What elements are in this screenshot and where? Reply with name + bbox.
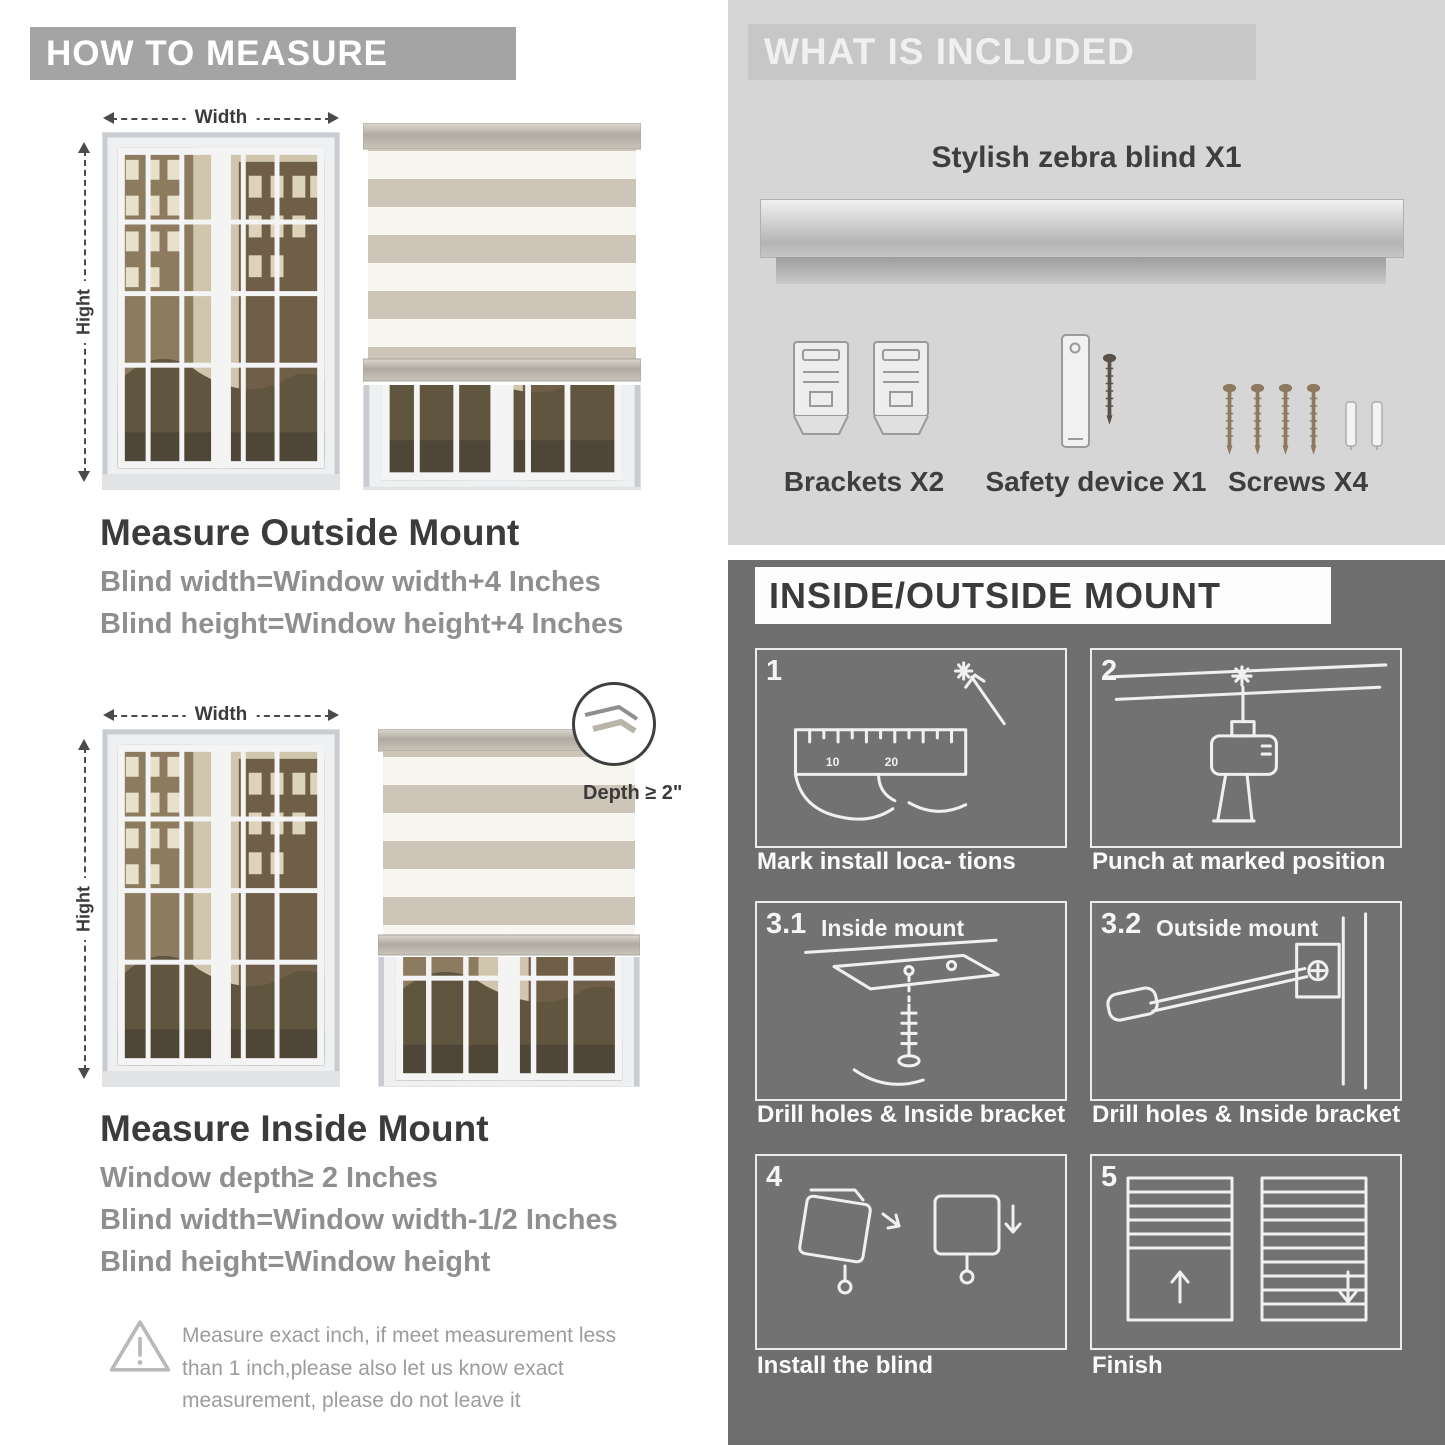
- blind-headrail-lip: [776, 257, 1386, 284]
- svg-text:10: 10: [826, 755, 840, 769]
- arrowhead-up-icon: [78, 739, 90, 750]
- height-arrow: Hight: [72, 739, 96, 1079]
- outside-mount-title: Measure Outside Mount: [100, 512, 520, 553]
- screw-icon: [1306, 383, 1321, 455]
- measure-note: Measure exact inch, if meet measurement …: [182, 1324, 617, 1413]
- window-corner-icon: [584, 704, 639, 734]
- screws-label: Screws X4: [1227, 466, 1369, 497]
- inside-mount-line: Window depth≥ 2 Inches: [100, 1162, 438, 1194]
- step-caption: Install the blind: [757, 1352, 934, 1379]
- bracket-icon: [793, 341, 849, 435]
- install-blind-illustration: [798, 1188, 1022, 1295]
- step-number: 3.1: [766, 908, 807, 940]
- step-panel-3-1: 3.1 Inside mount: [755, 901, 1067, 1101]
- depth-label: Depth ≥ 2": [583, 782, 683, 804]
- step-panel-5: 5: [1090, 1154, 1402, 1350]
- zebra-blind-shade: [363, 123, 641, 382]
- width-label: Width: [185, 704, 257, 726]
- step-caption: Drill holes & Inside bracket: [1092, 1101, 1401, 1128]
- step-panel-4: 4: [755, 1154, 1067, 1350]
- what-is-included-header: WHAT IS INCLUDED: [748, 24, 1256, 80]
- arrowhead-up-icon: [78, 142, 90, 153]
- arrowhead-down-icon: [78, 1068, 90, 1079]
- mark-location-illustration: 10 20: [793, 661, 1006, 821]
- step-caption: Drill holes & Inside bracket: [757, 1101, 1066, 1128]
- inside-mount-title: Measure Inside Mount: [100, 1108, 489, 1149]
- wall-anchor-icon: [1345, 401, 1357, 450]
- screw-icon: [1222, 383, 1237, 455]
- window-bottom-illustration: [363, 385, 641, 490]
- step-number: 2: [1101, 655, 1118, 687]
- step-panel-1: 1 10 20: [755, 648, 1067, 848]
- depth-circle-icon: [572, 682, 656, 766]
- blind-headrail-illustration: [760, 199, 1404, 258]
- warning-icon: [109, 1320, 171, 1372]
- inside-mount-line: Blind width=Window width-1/2 Inches: [100, 1204, 618, 1236]
- step-caption: Mark install loca- tions: [757, 848, 1016, 875]
- wall-anchor-icon: [1371, 401, 1383, 450]
- height-label: Hight: [73, 281, 95, 343]
- step-panel-3-2: 3.2 Outside mount: [1090, 901, 1402, 1101]
- inside-bracket-illustration: [804, 938, 1000, 1086]
- width-arrow: Width: [103, 703, 339, 727]
- step-caption: Finish: [1092, 1352, 1163, 1379]
- window-illustration: [102, 729, 340, 1087]
- bracket-icon: [873, 341, 929, 435]
- window-bottom-illustration: [378, 957, 640, 1087]
- step-mount-type-label: Inside mount: [821, 915, 965, 941]
- step-number: 5: [1101, 1161, 1118, 1193]
- step-number: 1: [766, 655, 783, 687]
- drill-ceiling-illustration: [1104, 663, 1388, 823]
- screw-icon: [1102, 353, 1117, 425]
- outside-mount-line: Blind height=Window height+4 Inches: [100, 608, 624, 640]
- step-caption: Punch at marked position: [1092, 848, 1386, 875]
- outside-bracket-illustration: [1106, 912, 1368, 1090]
- safety-device-label: Safety device X1: [985, 466, 1207, 497]
- height-arrow: Hight: [72, 142, 96, 482]
- arrowhead-right-icon: [328, 709, 339, 721]
- width-label: Width: [185, 107, 257, 129]
- inside-mount-line: Blind height=Window height: [100, 1246, 491, 1278]
- zebra-blind-illustration: [363, 123, 641, 490]
- step-panel-2: 2: [1090, 648, 1402, 848]
- window-illustration: [102, 132, 340, 490]
- step-number: 4: [766, 1161, 783, 1193]
- screw-icon: [1250, 383, 1265, 455]
- screw-icon: [1278, 383, 1293, 455]
- finish-blinds-illustration: [1126, 1176, 1368, 1322]
- arrowhead-right-icon: [328, 112, 339, 124]
- svg-text:20: 20: [885, 755, 899, 769]
- outside-mount-line: Blind width=Window width+4 Inches: [100, 566, 601, 598]
- brackets-label: Brackets X2: [783, 466, 945, 497]
- mount-guide-panel: [728, 560, 1445, 1445]
- blind-item-label: Stylish zebra blind X1: [931, 141, 1242, 174]
- how-to-measure-header: HOW TO MEASURE: [30, 27, 516, 80]
- arrowhead-left-icon: [103, 112, 114, 124]
- width-arrow: Width: [103, 106, 339, 130]
- inside-outside-mount-header: INSIDE/OUTSIDE MOUNT: [755, 567, 1331, 624]
- step-number: 3.2: [1101, 908, 1142, 940]
- arrowhead-down-icon: [78, 471, 90, 482]
- arrowhead-left-icon: [103, 709, 114, 721]
- height-label: Hight: [73, 878, 95, 940]
- step-mount-type-label: Outside mount: [1156, 915, 1319, 941]
- safety-device-icon: [1061, 334, 1090, 448]
